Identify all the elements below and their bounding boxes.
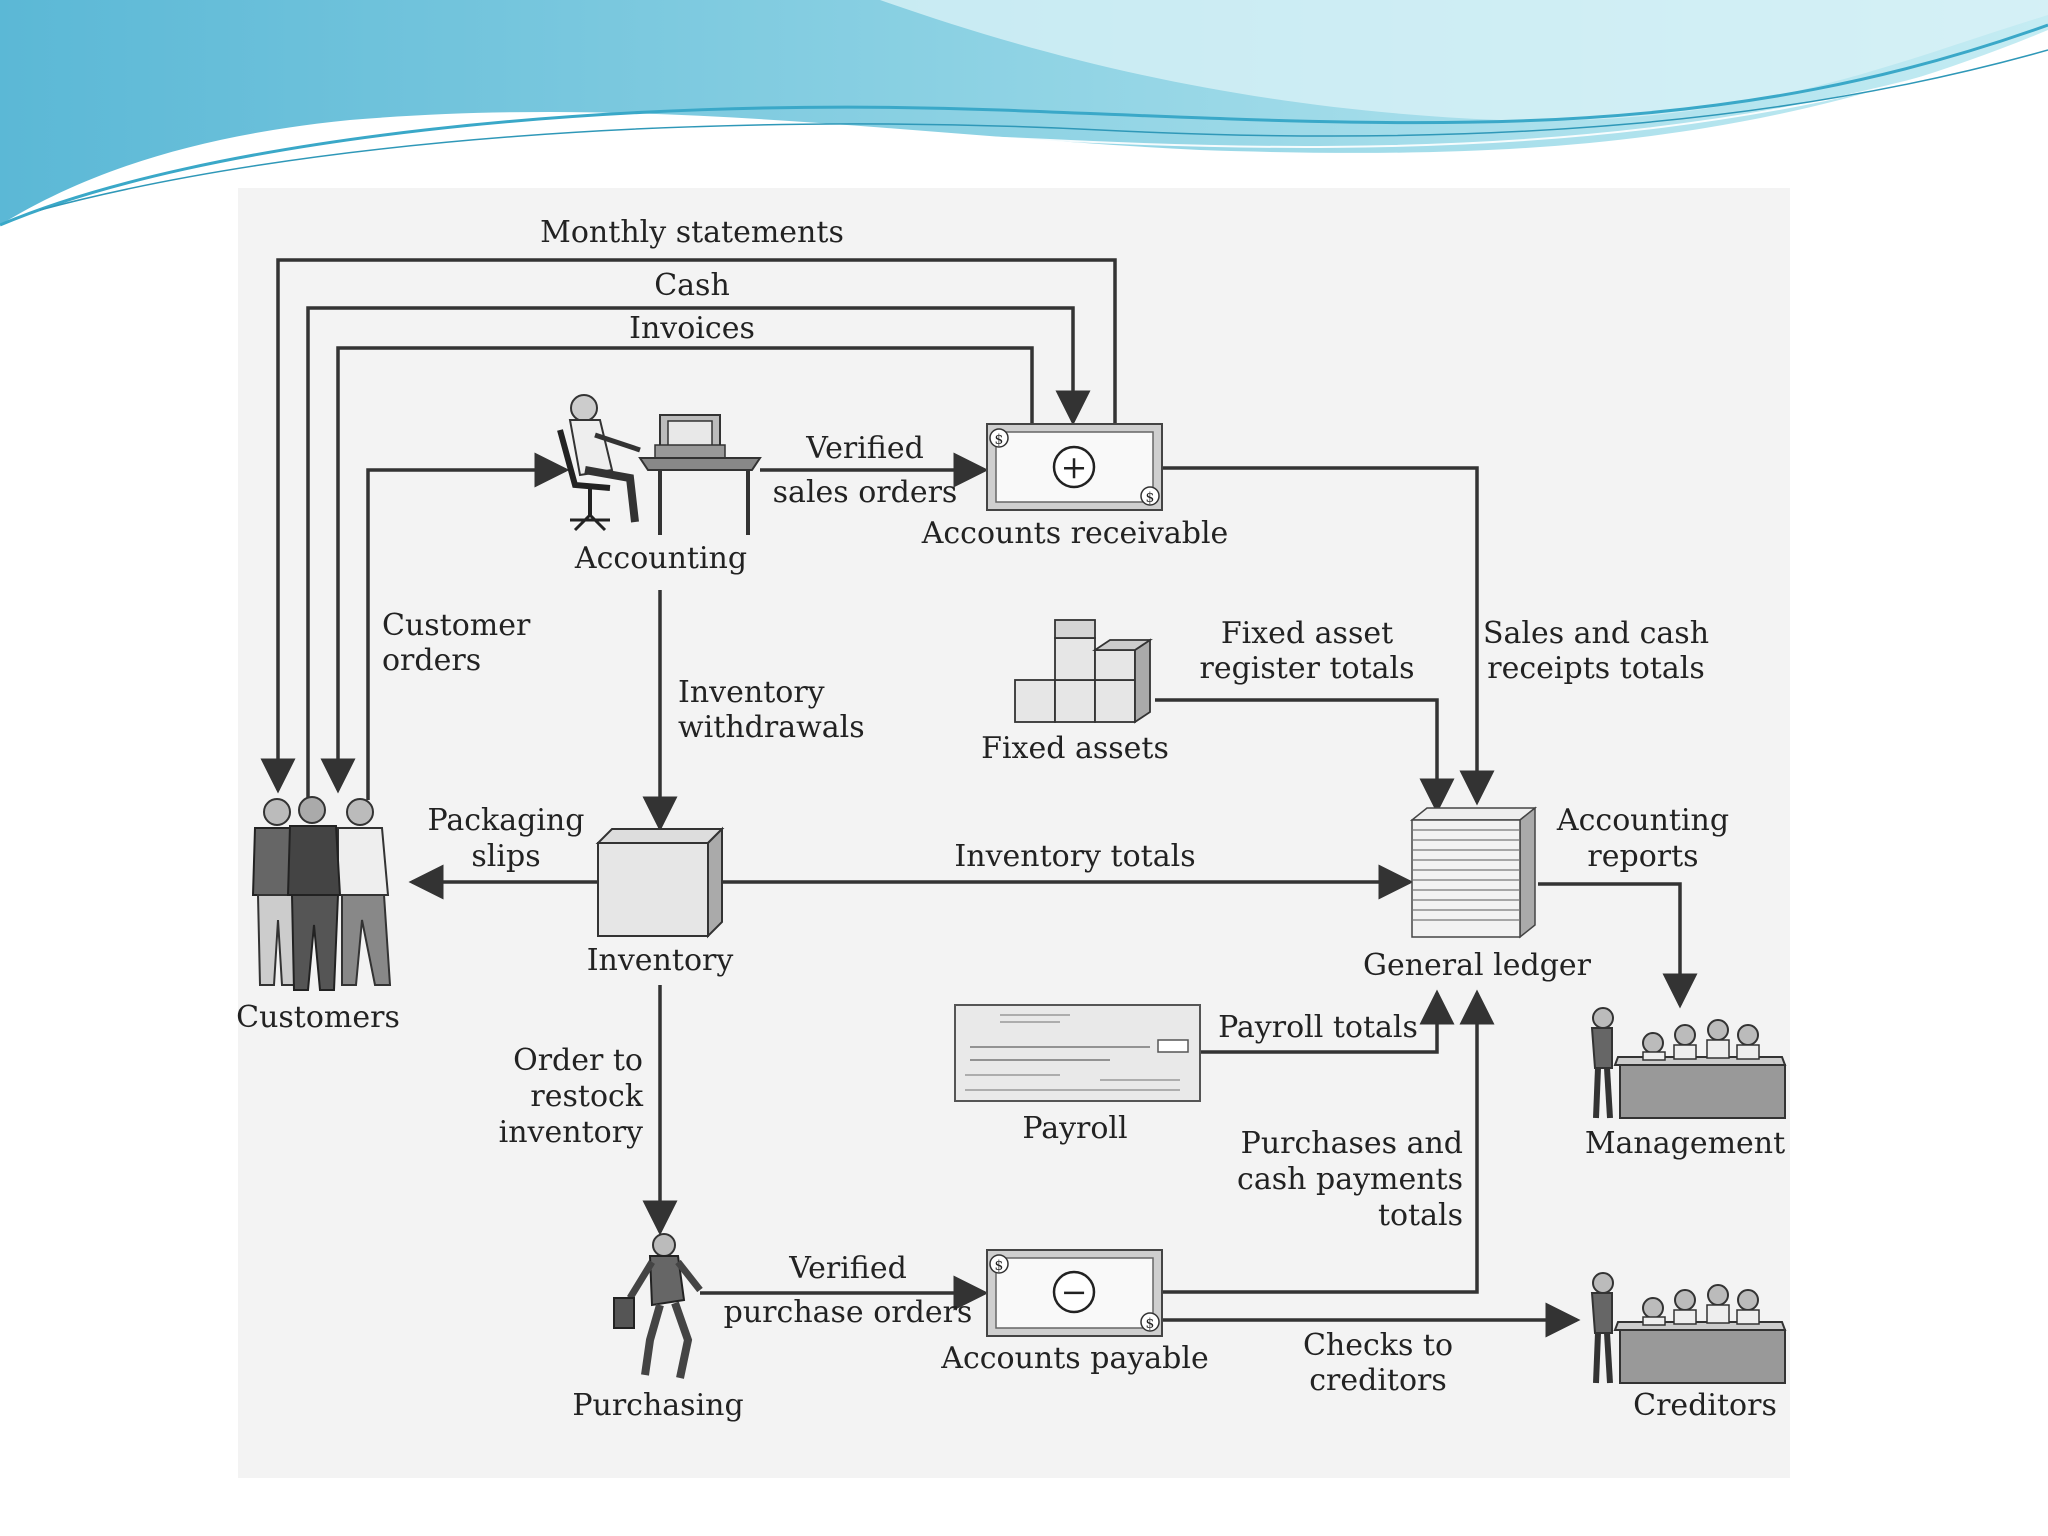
svg-text:$: $ — [995, 432, 1004, 448]
payable-bill-icon: − $ $ — [986, 1249, 1163, 1337]
customers-group-icon — [251, 796, 392, 991]
payroll-totals-arrow — [1200, 989, 1455, 1054]
inventory-withdrawals-label-2: withdrawals — [678, 710, 865, 745]
sales-cash-receipts-label-2: receipts totals — [1487, 651, 1705, 686]
management-label: Management — [1585, 1126, 1785, 1161]
invoices-label: Invoices — [629, 311, 755, 346]
creditors-meeting-icon — [1590, 1272, 1787, 1384]
checks-creditors-label-1: Checks to — [1303, 1328, 1453, 1363]
cash-label: Cash — [654, 268, 730, 303]
cash-arrow — [306, 306, 1091, 800]
svg-text:−: − — [1061, 1273, 1088, 1311]
accounting-reports-label-1: Accounting — [1556, 803, 1729, 838]
packaging-slips-label-2: slips — [471, 839, 540, 874]
verified-sales-label-1: Verified — [805, 431, 924, 466]
accounts-payable-label: Accounts payable — [940, 1341, 1208, 1376]
verified-purchase-label-2: purchase orders — [724, 1295, 973, 1330]
monthly-statements-arrow — [260, 258, 1117, 794]
fixed-asset-register-arrow — [1155, 698, 1455, 814]
payroll-label: Payroll — [1022, 1111, 1127, 1146]
customer-orders-label-2: orders — [382, 643, 481, 678]
sales-cash-receipts-label-1: Sales and cash — [1483, 616, 1709, 651]
accounts-receivable-label: Accounts receivable — [921, 516, 1229, 551]
svg-text:$: $ — [1146, 1316, 1155, 1332]
management-meeting-icon — [1590, 1007, 1787, 1119]
customer-orders-arrow — [366, 452, 570, 800]
payroll-totals-label: Payroll totals — [1218, 1010, 1418, 1045]
verified-purchase-label-1: Verified — [788, 1251, 907, 1286]
verified-sales-label-2: sales orders — [773, 475, 958, 510]
customers-label: Customers — [236, 1000, 400, 1035]
ledger-stack-icon — [1409, 806, 1538, 939]
accounting-reports-label-2: reports — [1587, 839, 1698, 874]
sales-cash-receipts-arrow — [1162, 466, 1495, 806]
svg-text:$: $ — [1146, 490, 1155, 506]
purchasing-runner-icon — [613, 1233, 703, 1379]
payroll-check-icon — [954, 1004, 1201, 1102]
decorative-banner — [0, 0, 2048, 231]
receivable-bill-icon: + $ $ — [986, 423, 1163, 511]
inventory-box-icon — [595, 826, 725, 939]
fixed-assets-boxes-icon — [1014, 619, 1153, 724]
fixed-asset-register-label-1: Fixed asset — [1221, 616, 1393, 651]
svg-text:+: + — [1061, 448, 1088, 486]
packaging-slips-label-1: Packaging — [428, 803, 585, 838]
invoices-arrow — [320, 346, 1034, 794]
monthly-statements-label: Monthly statements — [540, 215, 844, 250]
order-restock-label-1: Order to — [513, 1043, 643, 1078]
fixed-assets-label: Fixed assets — [981, 731, 1169, 766]
inventory-totals-label: Inventory totals — [954, 839, 1195, 874]
fixed-asset-register-label-2: register totals — [1199, 651, 1414, 686]
checks-creditors-label-2: creditors — [1309, 1363, 1447, 1398]
accounting-label: Accounting — [574, 541, 747, 576]
order-restock-label-2: restock — [530, 1079, 643, 1114]
purchasing-label: Purchasing — [572, 1388, 743, 1423]
purchases-cash-payments-arrow — [1162, 989, 1495, 1294]
accounting-reports-arrow — [1538, 882, 1698, 1009]
purchases-cash-label-2: cash payments — [1237, 1162, 1463, 1197]
purchases-cash-label-1: Purchases and — [1241, 1126, 1463, 1161]
inventory-withdrawals-label-1: Inventory — [678, 675, 825, 710]
customer-orders-label-1: Customer — [382, 608, 531, 643]
order-restock-label-3: inventory — [499, 1115, 643, 1150]
general-ledger-label: General ledger — [1363, 948, 1592, 983]
creditors-label: Creditors — [1633, 1388, 1777, 1423]
accountant-at-desk-icon — [557, 394, 762, 535]
inventory-label: Inventory — [587, 943, 734, 978]
purchases-cash-label-3: totals — [1378, 1198, 1463, 1233]
svg-text:$: $ — [995, 1258, 1004, 1274]
